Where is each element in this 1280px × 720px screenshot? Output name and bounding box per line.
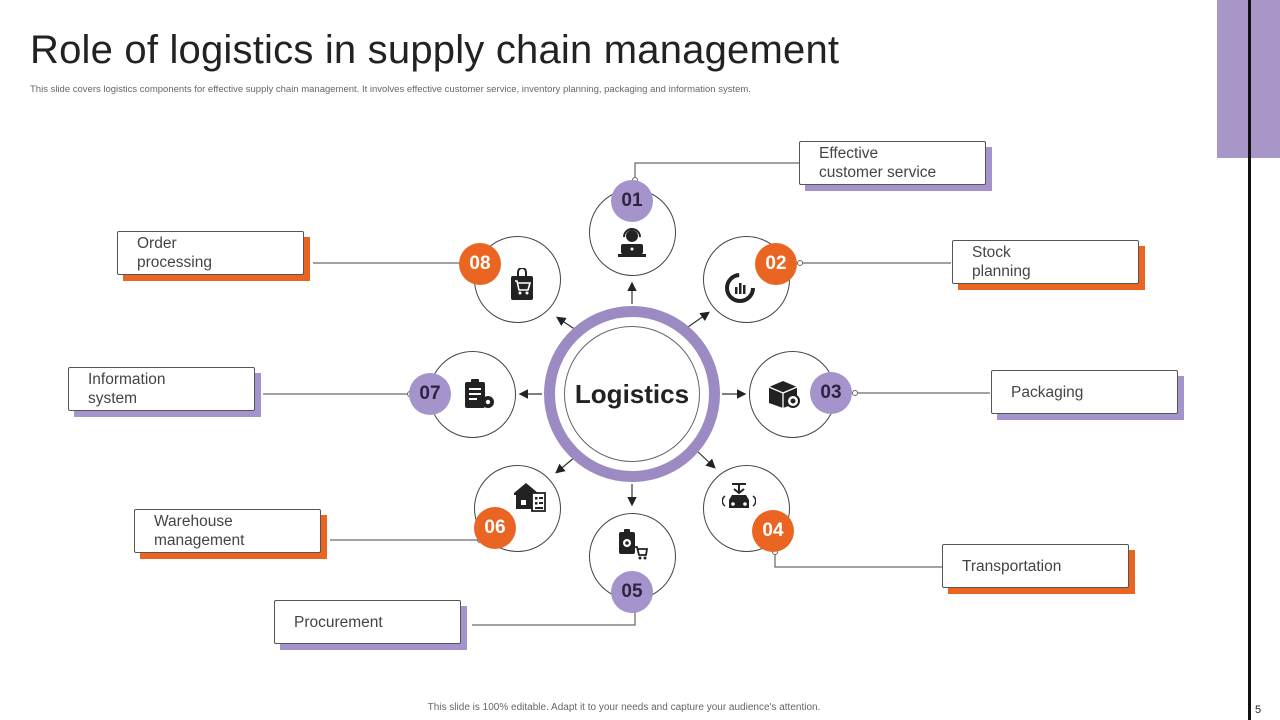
customer-service-icon bbox=[618, 228, 646, 257]
leader-01 bbox=[634, 162, 799, 180]
slide-title: Role of logistics in supply chain manage… bbox=[30, 28, 840, 72]
badge-06: 06 bbox=[474, 507, 516, 549]
card-warehouse-management: Warehouse management bbox=[134, 509, 327, 559]
order-cart-icon bbox=[511, 268, 533, 300]
card-label-line2: customer service bbox=[819, 164, 937, 181]
page-number: 5 bbox=[1255, 704, 1262, 716]
card-packaging: Packaging bbox=[991, 370, 1184, 420]
card-procurement: Procurement bbox=[274, 600, 467, 650]
arrow-to-06 bbox=[555, 456, 576, 474]
card-label-line1: Effective bbox=[819, 145, 879, 162]
card-stock-planning: Stock planning bbox=[952, 240, 1145, 290]
card-label-line2: management bbox=[154, 532, 245, 549]
arrow-to-02 bbox=[687, 311, 710, 328]
badge-03: 03 bbox=[810, 372, 852, 414]
procurement-cart-icon bbox=[619, 529, 649, 560]
clipboard-gear-icon bbox=[465, 379, 494, 408]
card-label-line1: Information bbox=[88, 371, 166, 388]
card-label-line1: Packaging bbox=[1011, 383, 1084, 401]
card-label-line1: Order bbox=[137, 235, 177, 252]
leader-04 bbox=[774, 552, 942, 568]
card-order-processing: Order processing bbox=[117, 231, 310, 281]
warehouse-icon bbox=[514, 483, 546, 512]
logistics-hub: Logistics bbox=[544, 306, 720, 482]
badge-04: 04 bbox=[752, 510, 794, 552]
leader-05 bbox=[472, 610, 636, 626]
node-04-circle bbox=[703, 465, 790, 552]
slide-subtitle: This slide covers logistics components f… bbox=[30, 84, 751, 95]
card-transportation: Transportation bbox=[942, 544, 1135, 594]
card-label-line1: Procurement bbox=[294, 613, 383, 631]
badge-05: 05 bbox=[611, 571, 653, 613]
hub-label: Logistics bbox=[574, 378, 690, 409]
arrow-to-04 bbox=[696, 450, 716, 469]
slide-footer: This slide is 100% editable. Adapt it to… bbox=[427, 702, 821, 713]
badge-01: 01 bbox=[611, 180, 653, 222]
card-information-system: Information system bbox=[68, 367, 261, 417]
card-label-line2: system bbox=[88, 390, 138, 407]
card-label-line1: Stock bbox=[972, 244, 1011, 261]
card-effective-customer-service: Effective customer service bbox=[799, 141, 992, 191]
delivery-truck-icon bbox=[722, 483, 756, 508]
badge-02: 02 bbox=[755, 243, 797, 285]
badge-07: 07 bbox=[409, 373, 451, 415]
card-label-line1: Transportation bbox=[962, 557, 1062, 575]
card-label-line2: processing bbox=[137, 254, 212, 271]
card-label-line1: Warehouse bbox=[154, 513, 233, 530]
card-label-line2: planning bbox=[972, 263, 1031, 280]
stock-chart-icon bbox=[725, 273, 755, 303]
right-divider-rule bbox=[1248, 0, 1251, 720]
package-box-icon bbox=[768, 381, 800, 408]
badge-08: 08 bbox=[459, 243, 501, 285]
